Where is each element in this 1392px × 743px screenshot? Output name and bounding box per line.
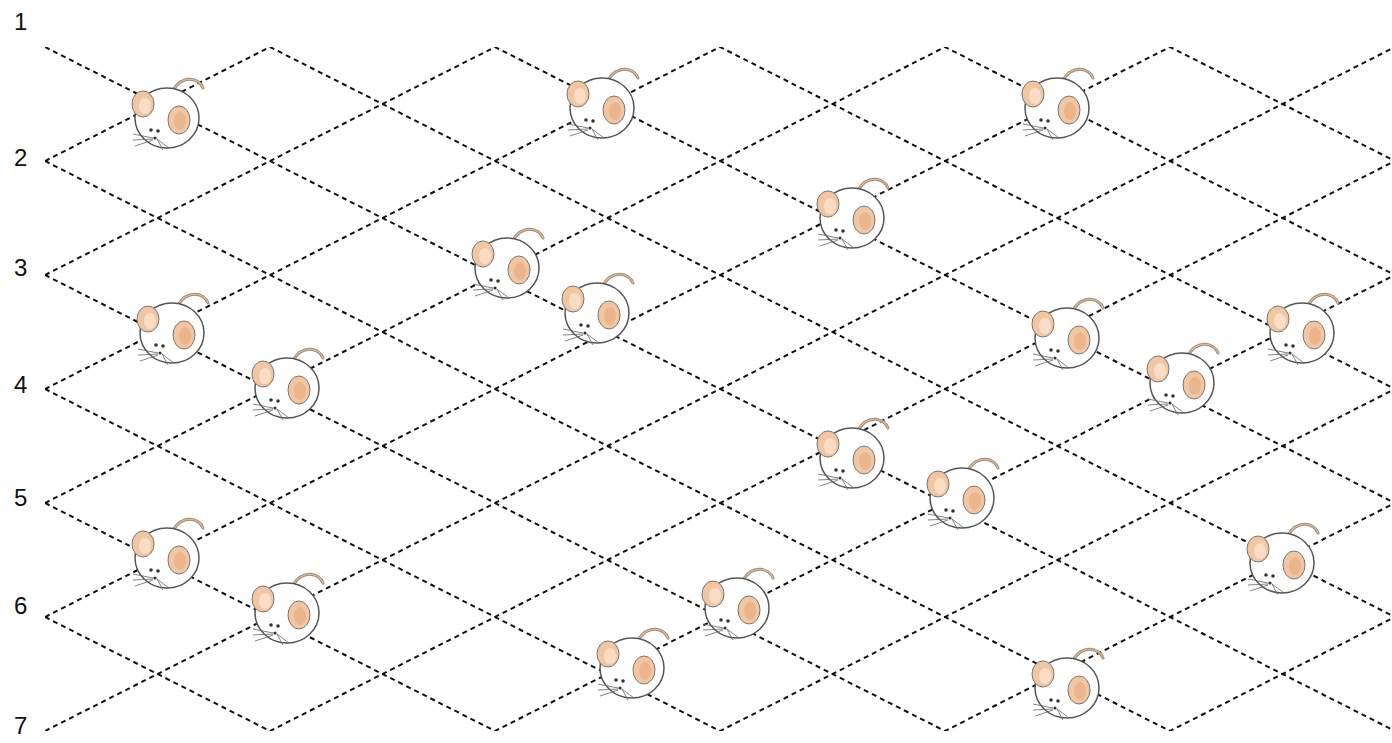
row-number: 3 <box>14 256 27 280</box>
grid-line <box>45 47 1392 617</box>
mouse-icon <box>1032 649 1103 720</box>
grid-line <box>45 47 1392 275</box>
mouse-icon <box>702 569 773 640</box>
mouse-icon <box>562 274 633 345</box>
grid-line <box>45 505 1392 731</box>
mouse-icon <box>1247 524 1318 595</box>
mouse-icon <box>252 574 323 645</box>
grid-line <box>45 47 1392 387</box>
row-number: 1 <box>14 10 27 34</box>
grid-line <box>45 161 1392 731</box>
mouse-icon <box>1147 344 1218 415</box>
grid-line <box>45 47 1392 501</box>
grid-line <box>45 275 1392 731</box>
grid-line <box>45 47 1392 729</box>
grid-line <box>45 503 1392 731</box>
row-number: 2 <box>14 146 27 170</box>
grid-line <box>45 389 1392 731</box>
mouse-icon <box>597 629 668 700</box>
mouse-icon <box>132 79 203 150</box>
mouse-icon <box>567 69 638 140</box>
grid-line <box>45 47 1392 615</box>
mouse-icon <box>1032 299 1103 370</box>
grid-line <box>45 391 1392 731</box>
grid-line <box>45 617 1392 731</box>
mouse-icon <box>817 179 888 250</box>
grid-line <box>45 47 1392 273</box>
grid-line <box>45 47 1392 161</box>
grid-line <box>45 277 1392 731</box>
row-number: 7 <box>14 714 27 738</box>
row-number: 6 <box>14 594 27 618</box>
mouse-icon <box>817 419 888 490</box>
grid-line <box>45 163 1392 731</box>
mouse-icon <box>132 519 203 590</box>
grid-line <box>45 619 1392 731</box>
mouse-icon <box>927 459 998 530</box>
grid-line <box>45 47 1392 159</box>
row-number: 5 <box>14 486 27 510</box>
grid-line <box>45 49 1392 731</box>
mouse-icon <box>252 349 323 420</box>
grid-line <box>45 47 1392 503</box>
mouse-icon <box>137 294 208 365</box>
row-number: 4 <box>14 373 27 397</box>
mouse-icon <box>1267 294 1338 365</box>
mouse-icon <box>1022 69 1093 140</box>
grid-line <box>45 47 1392 389</box>
mouse-icon <box>472 229 543 300</box>
